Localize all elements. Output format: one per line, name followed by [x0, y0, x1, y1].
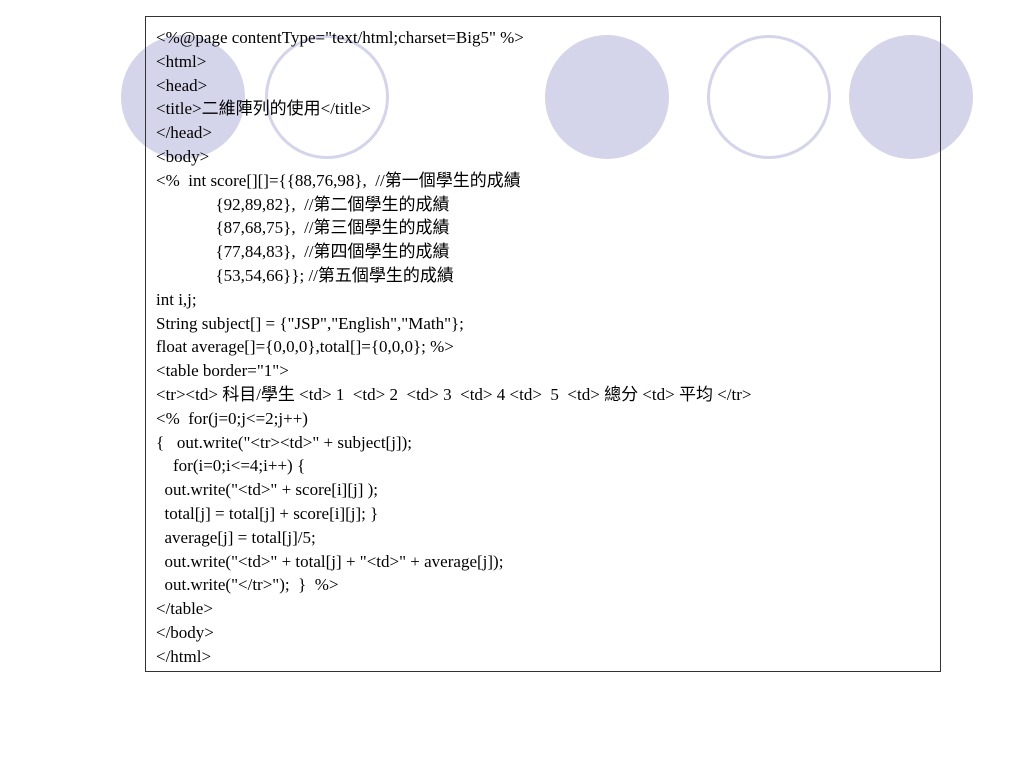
code-line: total[j] = total[j] + score[i][j]; }: [156, 503, 379, 523]
code-listing-box: <%@page contentType="text/html;charset=B…: [145, 16, 941, 672]
code-line: </body>: [156, 622, 214, 642]
code-line: <tr><td> 科目/學生 <td> 1 <td> 2 <td> 3 <td>…: [156, 384, 752, 404]
code-line: out.write("</tr>"); } %>: [156, 575, 339, 595]
decor-circle-ring-1: [265, 35, 389, 159]
code-line: </table>: [156, 599, 213, 619]
code-line: {77,84,83}, //第四個學生的成績: [156, 242, 450, 262]
code-line: <% int score[][]={{88,76,98}, //第一個學生的成績: [156, 170, 521, 190]
code-line: <head>: [156, 75, 208, 95]
code-line: <body>: [156, 146, 210, 166]
code-line: {92,89,82}, //第二個學生的成績: [156, 194, 450, 214]
code-line: <title>二維陣列的使用</title>: [156, 99, 371, 119]
code-line: average[j] = total[j]/5;: [156, 527, 316, 547]
code-line: {87,68,75}, //第三個學生的成績: [156, 218, 450, 238]
code-line: for(i=0;i<=4;i++) {: [156, 456, 306, 476]
code-line: </head>: [156, 123, 212, 143]
decor-circle-ring-2: [707, 35, 831, 159]
code-line: <%@page contentType="text/html;charset=B…: [156, 28, 524, 47]
code-line: <% for(j=0;j<=2;j++): [156, 408, 308, 428]
code-line: { out.write("<tr><td>" + subject[j]);: [156, 432, 412, 452]
decor-circle-filled-2: [545, 35, 669, 159]
code-line: float average[]={0,0,0},total[]={0,0,0};…: [156, 337, 454, 357]
code-line: out.write("<td>" + score[i][j] );: [156, 480, 379, 500]
code-line: out.write("<td>" + total[j] + "<td>" + a…: [156, 551, 504, 571]
decor-circle-filled-1: [121, 35, 245, 159]
code-line: <table border="1">: [156, 361, 289, 381]
code-line: </html>: [156, 646, 212, 666]
code-line: <html>: [156, 51, 207, 71]
code-line: String subject[] = {"JSP","English","Mat…: [156, 313, 464, 333]
code-line: int i,j;: [156, 289, 197, 309]
decor-circle-filled-3: [849, 35, 973, 159]
code-line: {53,54,66}}; //第五個學生的成績: [156, 265, 454, 285]
